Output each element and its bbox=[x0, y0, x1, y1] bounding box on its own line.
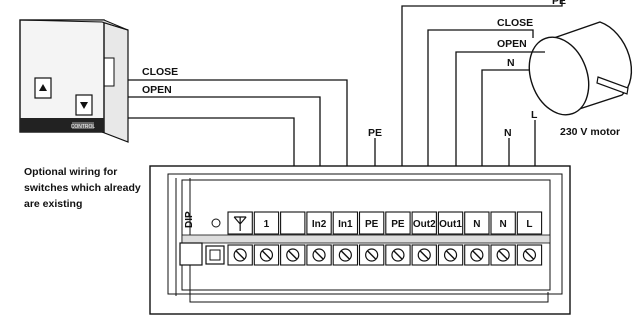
wire-labels: PE CLOSE OPEN N CLOSE OPEN PE N L bbox=[142, 0, 566, 139]
terminal-5: In1 bbox=[332, 211, 359, 235]
switch-brand-plate bbox=[72, 122, 94, 129]
screw-slot bbox=[472, 250, 482, 260]
terminal-screw-10[interactable] bbox=[464, 244, 490, 266]
label-n-motor: N bbox=[507, 57, 515, 69]
terminal-cell bbox=[280, 211, 306, 235]
terminal-8: Out2 bbox=[411, 211, 437, 235]
terminal-label: PE bbox=[391, 219, 405, 230]
screw-row bbox=[227, 244, 543, 266]
wall-switch: CONTROL bbox=[19, 19, 129, 143]
dip-button-face bbox=[209, 249, 221, 261]
terminal-label: In2 bbox=[312, 219, 327, 230]
switch-up-button[interactable] bbox=[34, 77, 52, 99]
switch-brand-text: CONTROL bbox=[71, 124, 96, 130]
terminal-screw-9[interactable] bbox=[437, 244, 464, 266]
terminal-label: Out1 bbox=[439, 219, 462, 230]
label-open-switch: OPEN bbox=[142, 84, 172, 96]
terminal-divider bbox=[181, 234, 551, 244]
terminal-cell bbox=[490, 211, 516, 235]
terminal-screw-7[interactable] bbox=[385, 244, 411, 266]
screw-slot bbox=[261, 250, 271, 260]
screw-slot bbox=[367, 250, 377, 260]
terminal-1 bbox=[227, 211, 253, 235]
screw-slot bbox=[340, 250, 350, 260]
note-line-3: are existing bbox=[24, 198, 82, 210]
terminal-screw-12[interactable] bbox=[516, 244, 543, 266]
terminal-cell bbox=[437, 211, 464, 235]
note-line-2: switches which already bbox=[24, 182, 141, 194]
terminal-screw-11[interactable] bbox=[490, 244, 516, 266]
terminal-cell bbox=[253, 211, 280, 235]
label-pe-top: PE bbox=[552, 0, 566, 7]
label-close-switch: CLOSE bbox=[142, 66, 178, 78]
terminal-2: 1 bbox=[253, 211, 280, 235]
terminal-screw-5[interactable] bbox=[332, 244, 359, 266]
terminal-cell bbox=[464, 211, 490, 235]
screw-slot bbox=[288, 250, 298, 260]
terminal-cell bbox=[516, 211, 543, 235]
terminal-screw-4[interactable] bbox=[306, 244, 332, 266]
terminal-6: PE bbox=[358, 211, 385, 235]
screw-slot bbox=[393, 250, 403, 260]
label-close-motor: CLOSE bbox=[497, 17, 533, 29]
terminal-label: N bbox=[473, 219, 480, 230]
terminal-7: PE bbox=[385, 211, 411, 235]
terminal-cell bbox=[385, 211, 411, 235]
terminal-screw-2[interactable] bbox=[253, 244, 280, 266]
arrow-up-icon bbox=[39, 84, 47, 91]
terminal-4: In2 bbox=[306, 211, 332, 235]
terminal-screw-8[interactable] bbox=[411, 244, 437, 266]
dip-led-icon bbox=[211, 218, 221, 228]
arrow-down-icon bbox=[80, 102, 88, 109]
dip-switch[interactable] bbox=[179, 242, 203, 266]
screw-slot bbox=[524, 250, 534, 260]
motor-shaft bbox=[596, 76, 629, 95]
terminal-cell bbox=[411, 211, 437, 235]
screw-slot bbox=[498, 250, 508, 260]
terminal-screw-3[interactable] bbox=[280, 244, 306, 266]
terminal-screw-6[interactable] bbox=[358, 244, 385, 266]
terminal-label: In1 bbox=[338, 219, 353, 230]
label-l-terminal: L bbox=[531, 109, 538, 121]
antenna-icon bbox=[233, 216, 247, 231]
terminal-3 bbox=[280, 211, 306, 235]
terminal-cell bbox=[358, 211, 385, 235]
terminal-cell bbox=[332, 211, 359, 235]
screw-slot bbox=[314, 250, 324, 260]
motor: 230 V motor bbox=[528, 21, 633, 138]
motor-label: 230 V motor bbox=[560, 126, 620, 138]
label-open-motor: OPEN bbox=[497, 38, 527, 50]
switch-down-button[interactable] bbox=[75, 94, 93, 116]
label-pe-terminal: PE bbox=[368, 127, 382, 139]
terminal-screw-1[interactable] bbox=[227, 244, 253, 266]
terminal-label: PE bbox=[365, 219, 379, 230]
terminal-11: N bbox=[490, 211, 516, 235]
label-n-terminal: N bbox=[504, 127, 512, 139]
optional-wiring-note: Optional wiring for switches which alrea… bbox=[24, 166, 141, 210]
note-line-1: Optional wiring for bbox=[24, 166, 117, 178]
screw-slot bbox=[235, 250, 245, 260]
dip-label: DIP bbox=[184, 211, 195, 228]
terminal-label: Out2 bbox=[413, 219, 436, 230]
terminal-label: L bbox=[526, 219, 532, 230]
terminal-label: N bbox=[500, 219, 507, 230]
screw-slot bbox=[419, 250, 429, 260]
terminal-label: 1 bbox=[264, 219, 270, 230]
terminal-10: N bbox=[464, 211, 490, 235]
terminal-12: L bbox=[516, 211, 543, 235]
screw-slot bbox=[446, 250, 456, 260]
terminal-9: Out1 bbox=[437, 211, 464, 235]
terminal-cell bbox=[306, 211, 332, 235]
